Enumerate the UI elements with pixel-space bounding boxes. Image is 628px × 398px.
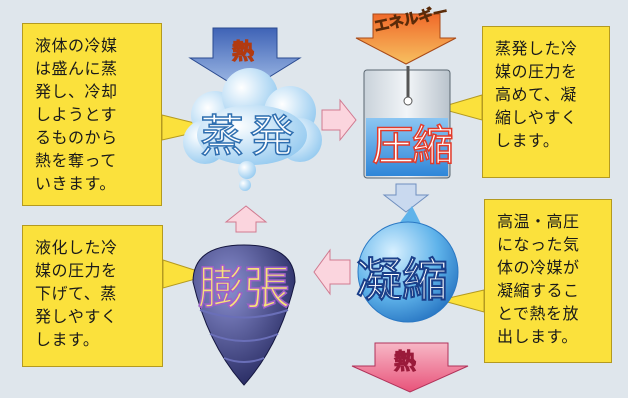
expansion-label: 膨張 <box>197 260 291 316</box>
arrow-to-compression <box>321 98 357 142</box>
condensation-note: 高温・高圧 になった気 体の冷媒が 凝縮するこ とで熱を放 出します。 <box>484 199 612 363</box>
heat-in-arrow <box>188 27 302 93</box>
expansion-cone <box>192 244 296 386</box>
heat-out-arrow <box>351 342 469 393</box>
expansion-note-pointer <box>162 259 212 289</box>
arrow-to-expansion <box>313 248 351 296</box>
arrow-to-condensation <box>382 183 430 213</box>
expansion-note: 液化した冷 媒の圧力を 下げて、蒸 発しやすく します。 <box>22 225 163 367</box>
compression-note: 蒸発した冷 媒の圧力を 高めて、凝 縮しやすく します。 <box>482 26 610 178</box>
evaporation-note: 液体の冷媒 は盛んに蒸 発し、冷却 しようとす るものから 熱を奪って いきます… <box>22 23 162 206</box>
compression-label: 圧縮 <box>371 120 455 171</box>
condensation-sphere <box>357 206 459 323</box>
evaporation-cloud <box>183 68 322 191</box>
compressor-cylinder <box>363 66 451 179</box>
condensation-label: 凝縮 <box>355 252 449 308</box>
evaporation-label: 蒸発 <box>199 110 300 163</box>
energy-in-arrow <box>355 13 457 65</box>
arrow-to-evaporation <box>224 205 268 233</box>
heat-in-label: 熱 <box>231 40 255 66</box>
heat-out-label: 熱 <box>393 350 417 376</box>
